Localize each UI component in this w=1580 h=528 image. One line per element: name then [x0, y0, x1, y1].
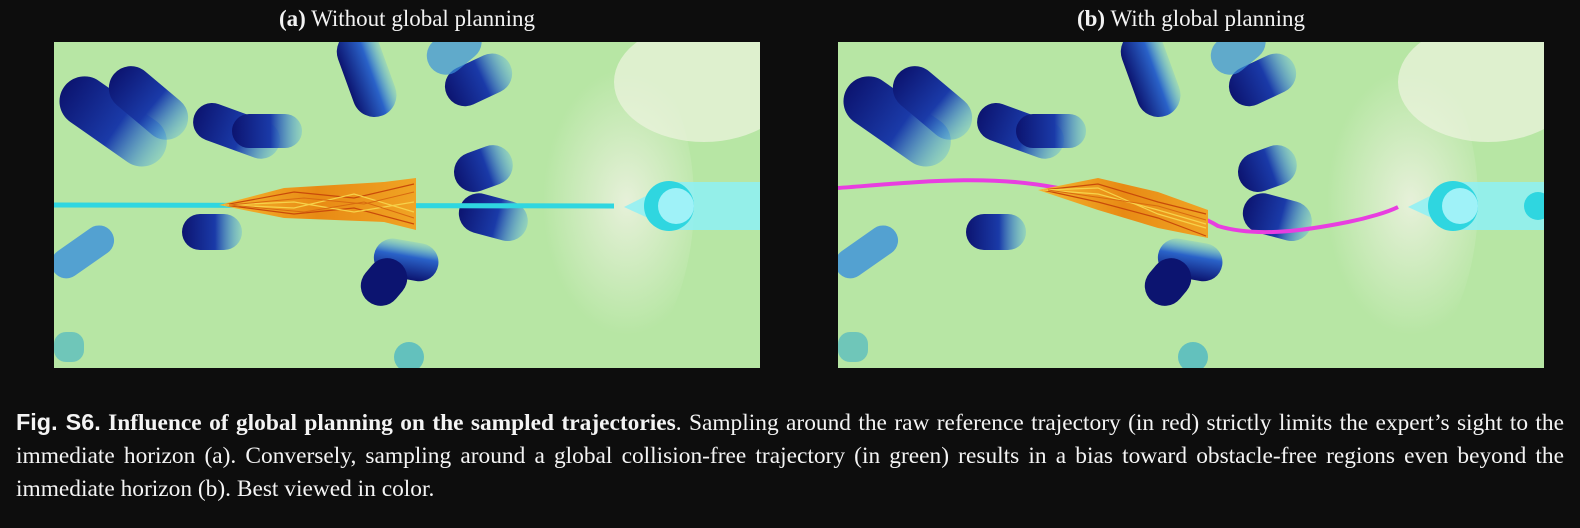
panel-a-scene	[54, 42, 760, 368]
panel-a-title: (a) Without global planning	[54, 6, 760, 32]
panel-b-scene	[838, 42, 1544, 368]
figure-caption: Fig. S6. Influence of global planning on…	[16, 406, 1564, 506]
sampled-trajectories	[1038, 178, 1208, 238]
panel-b-title-text: With global planning	[1110, 6, 1305, 31]
panel-a-title-text: Without global planning	[311, 6, 536, 31]
panel-b-title: (b) With global planning	[838, 6, 1544, 32]
obstacles	[838, 42, 1312, 368]
panel-a-image	[54, 42, 760, 368]
sampled-trajectories	[219, 178, 416, 230]
goal-marker	[624, 181, 760, 231]
caption-text: . Sampling around the raw reference traj…	[16, 410, 1564, 502]
panel-b-image	[838, 42, 1544, 368]
panel-a-label: (a)	[278, 6, 306, 31]
figure-title: Influence of global planning on the samp…	[108, 410, 676, 436]
figure-label: Fig. S6.	[16, 409, 101, 435]
goal-marker	[1408, 181, 1544, 231]
panel-b-label: (b)	[1076, 6, 1106, 31]
